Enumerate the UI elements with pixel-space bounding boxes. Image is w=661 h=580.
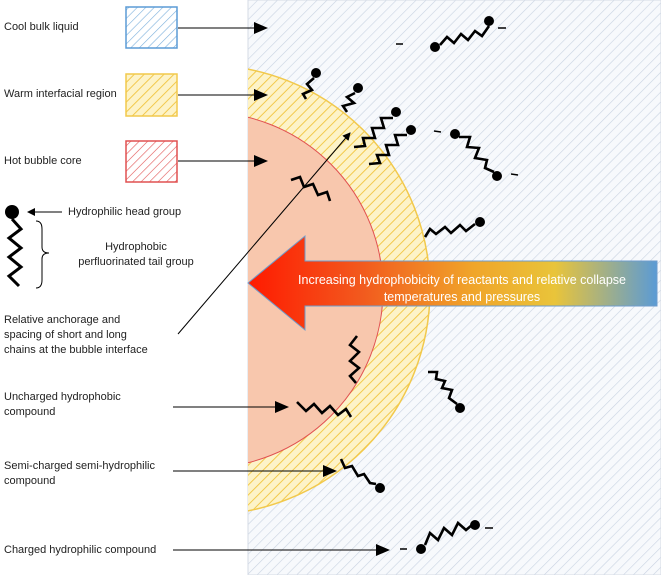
anchorage-pointer-line <box>177 132 351 335</box>
charged-molecule-bottom <box>400 520 493 554</box>
uncharged-molecule-1 <box>290 175 332 202</box>
hydrophobicity-gradient-arrow <box>247 234 658 332</box>
uncharged-label-line1: Uncharged hydrophobic <box>4 391 121 403</box>
uncharged-label-line2: compound <box>4 406 56 418</box>
uncharged-molecule-2 <box>348 335 362 384</box>
tail-group-label-line1: Hydrophobic <box>105 241 167 253</box>
surfactant-key-icon <box>5 205 24 288</box>
uncharged-molecule-3 <box>296 401 353 418</box>
legend-label-hot: Hot bubble core <box>4 155 82 167</box>
hot-bubble-core-swatch <box>125 140 178 183</box>
anchorage-label-line3: chains at the bubble interface <box>4 344 148 356</box>
semicharged-label-line2: compound <box>4 475 56 487</box>
head-group-label: Hydrophilic head group <box>68 206 182 218</box>
hydrophobicity-arrow-text: Increasing hydrophobicity of reactants a… <box>268 272 656 306</box>
charged-molecule-right <box>433 129 519 181</box>
charged-label: Charged hydrophilic compound <box>4 544 157 556</box>
semicharged-molecule-right <box>423 217 485 238</box>
tail-group-label-line2: perfluorinated tail group <box>78 256 194 268</box>
semicharged-label-line1: Semi-charged semi-hydrophilic <box>4 460 156 472</box>
semicharged-molecule-lower <box>428 370 465 413</box>
hydrophobicity-arrow-line1: Increasing hydrophobicity of reactants a… <box>298 273 626 287</box>
cool-bulk-liquid-swatch <box>125 6 178 49</box>
anchorage-label-line2: spacing of short and long <box>4 329 127 341</box>
anchorage-label-line1: Relative anchorage and <box>4 314 121 326</box>
long-chain-molecule-1 <box>353 107 401 149</box>
long-chain-molecule-2 <box>368 125 416 166</box>
legend-label-cool: Cool bulk liquid <box>4 21 79 33</box>
semicharged-molecule-bubble-edge <box>339 458 385 493</box>
hydrophobicity-arrow-line2: temperatures and pressures <box>383 290 541 304</box>
semicharged-molecule-2 <box>340 83 363 113</box>
warm-interfacial-swatch <box>125 73 178 117</box>
molecules <box>290 16 519 554</box>
legend-label-warm: Warm interfacial region <box>4 88 117 100</box>
tail-group-brace <box>35 220 50 289</box>
semicharged-molecule-1 <box>301 68 321 100</box>
charged-molecule-top <box>396 16 506 52</box>
